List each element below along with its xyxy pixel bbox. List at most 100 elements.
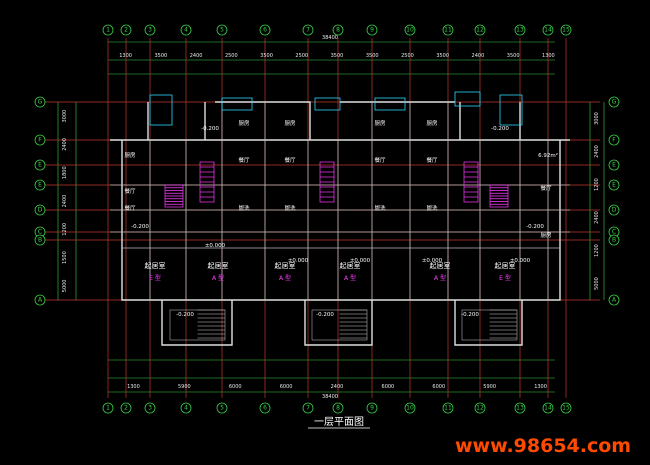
- svg-text:9: 9: [370, 405, 374, 412]
- svg-text:E: E: [612, 162, 616, 169]
- room-label-living-6: 起居室: [495, 261, 516, 270]
- room-label-wash-2: 盥洗: [284, 204, 296, 212]
- axis-bubble-E: E: [34, 159, 46, 171]
- svg-text:14: 14: [544, 405, 552, 412]
- axis-bubble-15: 15: [560, 402, 572, 414]
- svg-text:4: 4: [184, 405, 188, 412]
- dimension-value: 2400: [62, 138, 68, 151]
- svg-text:11: 11: [444, 405, 452, 412]
- axis-bubble-D: D: [608, 204, 620, 216]
- svg-text:12: 12: [476, 27, 484, 34]
- svg-text:11: 11: [444, 27, 452, 34]
- dimension-value: 6000: [229, 384, 242, 390]
- dimension-value: 3000: [594, 112, 600, 125]
- elevation-5: ±0.000: [510, 258, 531, 264]
- room-label-kitchen-5: 厨房: [124, 151, 136, 159]
- elevation-3: ±0.000: [350, 258, 371, 264]
- svg-text:C: C: [612, 229, 616, 236]
- axis-bubble-G: G: [34, 96, 46, 108]
- stairs: [164, 161, 509, 208]
- dimension-value: 1300: [542, 53, 555, 59]
- elevation-neg-7: -0.200: [491, 126, 509, 132]
- axis-bubble-9: 9: [366, 24, 378, 36]
- room-label-restaurant: 餐厅: [124, 204, 136, 212]
- svg-text:7: 7: [306, 405, 310, 412]
- svg-text:1: 1: [106, 405, 110, 412]
- axis-bubble-E: E: [34, 179, 46, 191]
- svg-text:14: 14: [544, 27, 552, 34]
- room-label-wash-4: 盥洗: [426, 204, 438, 212]
- axis-bubble-D: D: [34, 204, 46, 216]
- room-label-wash-3: 盥洗: [374, 204, 386, 212]
- axis-bubble-2: 2: [120, 402, 132, 414]
- room-label-wash-1: 盥洗: [238, 204, 250, 212]
- dimension-value: 6000: [280, 384, 293, 390]
- room-label-living-4: 起居室: [340, 261, 361, 270]
- svg-text:C: C: [38, 229, 42, 236]
- dimension-value: 2500: [295, 53, 308, 59]
- axis-bubble-8: 8: [332, 24, 344, 36]
- dimension-value: 1300: [119, 53, 132, 59]
- svg-text:6: 6: [263, 405, 267, 412]
- axis-gridlines: [44, 38, 600, 398]
- elevation-1: ±0.000: [205, 243, 226, 249]
- axis-labels-left: G F EE D CB A: [34, 96, 46, 306]
- axis-bubble-1: 1: [102, 24, 114, 36]
- svg-text:10: 10: [406, 405, 414, 412]
- elevation-neg-3: -0.200: [176, 312, 194, 318]
- axis-bubble-3: 3: [144, 402, 156, 414]
- unit-type-e-left: E 型: [149, 274, 161, 282]
- svg-text:4: 4: [184, 27, 188, 34]
- axis-bubble-1: 1: [102, 402, 114, 414]
- svg-text:G: G: [38, 99, 43, 106]
- svg-text:G: G: [612, 99, 617, 106]
- watermark: www.98654.com: [455, 435, 631, 457]
- top-balconies: [149, 91, 523, 126]
- room-label-kitchen-1: 厨房: [238, 119, 250, 127]
- dimension-value: 2400: [331, 384, 344, 390]
- room-label-dining-2: 餐厅: [284, 156, 296, 164]
- svg-text:5: 5: [220, 405, 224, 412]
- elevation-neg-6: -0.200: [201, 126, 219, 132]
- total-dimension-top: 38400: [322, 35, 338, 41]
- dimension-value: 6000: [432, 384, 445, 390]
- dimension-value: 1800: [62, 166, 68, 179]
- room-label-living-1: 起居室: [145, 261, 166, 270]
- unit-type-a-2: A 型: [279, 274, 291, 282]
- axis-bubble-A: A: [34, 294, 46, 306]
- svg-text:7: 7: [306, 27, 310, 34]
- svg-text:B: B: [38, 237, 42, 244]
- room-label-dining-3: 餐厅: [374, 156, 386, 164]
- unit-type-e-right: E 型: [499, 274, 511, 282]
- total-dimension-bottom: 38400: [322, 394, 338, 400]
- elevation-neg-4: -0.200: [316, 312, 334, 318]
- drawing-title: 一层平面图: [314, 416, 364, 428]
- dimension-value: 1300: [127, 384, 140, 390]
- interior-partitions: [149, 102, 549, 300]
- room-label-kitchen-6: 厨房: [540, 231, 552, 239]
- unit-type-a-1: A 型: [212, 274, 224, 282]
- unit-type-a-4: A 型: [434, 274, 446, 282]
- unit-type-a-3: A 型: [344, 274, 356, 282]
- svg-text:8: 8: [336, 27, 340, 34]
- dimension-value: 1500: [62, 251, 68, 264]
- axis-bubble-8: 8: [332, 402, 344, 414]
- dimension-value: 5000: [594, 277, 600, 290]
- exterior-walls: [110, 101, 570, 301]
- svg-text:A: A: [38, 297, 43, 304]
- dimension-value: 5900: [178, 384, 191, 390]
- svg-text:B: B: [612, 237, 616, 244]
- axis-bubble-14: 14: [542, 24, 554, 36]
- dimension-value: 2400: [594, 211, 600, 224]
- svg-text:8: 8: [336, 405, 340, 412]
- dimension-value: 1200: [62, 223, 68, 236]
- dimension-value: 5000: [62, 279, 68, 292]
- axis-bubble-6: 6: [259, 24, 271, 36]
- axis-bubble-5: 5: [216, 402, 228, 414]
- axis-bubble-F: F: [34, 134, 46, 146]
